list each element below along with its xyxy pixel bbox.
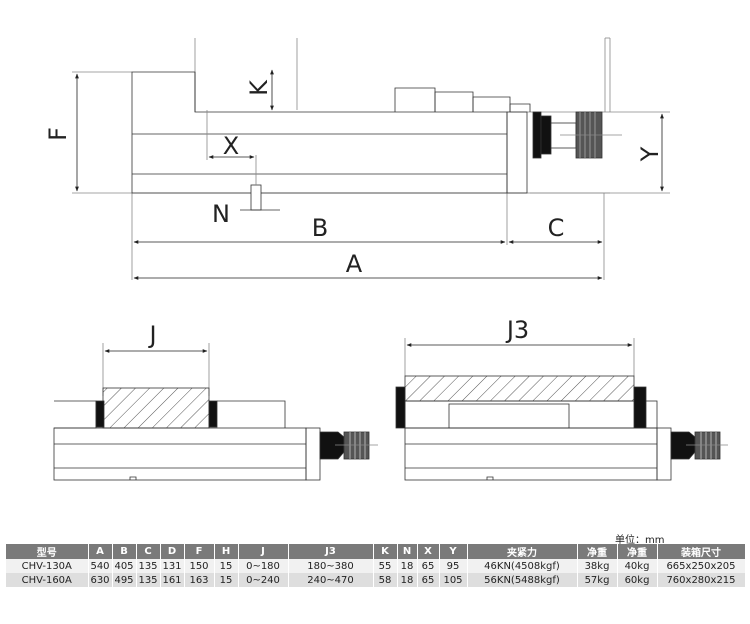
table-cell: 55 [373,559,398,573]
table-cell: 46KN(4508kgf) [467,559,578,573]
dim-label-j3: J3 [505,316,529,344]
table-cell: 15 [214,559,239,573]
table-header: H [214,544,239,559]
dim-label-b: B [312,214,328,242]
table-cell: 56KN(5488kgf) [467,573,578,587]
dim-label-f: F [44,127,72,141]
table-cell: 60kg [617,573,658,587]
table-header: K [373,544,398,559]
dim-label-c: C [548,214,565,242]
vise-drawing: F K X N Y B C A J [44,37,728,481]
table-cell: 405 [112,559,137,573]
dim-label-k: K [245,79,273,96]
table-row: CHV-130A 540 405 135 131 150 15 0~180 18… [6,559,746,573]
table-cell: 760x280x215 [657,573,746,587]
table-cell: 0~240 [238,573,289,587]
table-header: D [160,544,185,559]
table-cell: 65 [417,559,440,573]
dimension-labels: F K X N Y B C A [44,79,664,278]
table-row: CHV-160A 630 495 135 161 163 15 0~240 24… [6,573,746,587]
table-cell: 630 [88,573,113,587]
dim-label-a: A [346,250,363,278]
table-header: Y [439,544,468,559]
table-cell: CHV-160A [6,573,89,587]
table-header: 夹紧力 [467,544,578,559]
table-header: A [88,544,113,559]
table-header-row: 型号 A B C D F H J J3 K N X Y 夹紧力 净重 净重 装箱… [6,544,746,559]
vise-j-view [53,343,378,481]
table-header: 净重 [577,544,618,559]
side-view [72,37,670,280]
dim-label-y: Y [636,146,664,162]
table-cell: CHV-130A [6,559,89,573]
table-header: C [136,544,161,559]
spec-table: 型号 A B C D F H J J3 K N X Y 夹紧力 净重 净重 装箱… [6,544,746,587]
table-cell: 57kg [577,573,618,587]
table-cell: 240~470 [288,573,374,587]
table-header: J [238,544,289,559]
table-header: N [397,544,418,559]
table-cell: 0~180 [238,559,289,573]
table-cell: 18 [397,559,418,573]
table-cell: 161 [160,573,185,587]
dim-label-j: J [147,321,156,349]
table-cell: 38kg [577,559,618,573]
table-cell: 540 [88,559,113,573]
table-cell: 150 [184,559,215,573]
vise-j3-view [395,338,728,481]
table-cell: 105 [439,573,468,587]
table-cell: 58 [373,573,398,587]
table-header: 净重 [617,544,658,559]
table-cell: 131 [160,559,185,573]
table-cell: 180~380 [288,559,374,573]
table-cell: 65 [417,573,440,587]
table-cell: 163 [184,573,215,587]
dim-label-n: N [212,200,230,228]
table-header: X [417,544,440,559]
table-cell: 135 [136,573,161,587]
table-cell: 665x250x205 [657,559,746,573]
table-header: J3 [288,544,374,559]
table-header: 装箱尺寸 [657,544,746,559]
table-cell: 18 [397,573,418,587]
table-cell: 15 [214,573,239,587]
table-header: 型号 [6,544,89,559]
table-cell: 40kg [617,559,658,573]
table-header: B [112,544,137,559]
unit-note: 单位：mm [615,535,665,546]
dim-label-x: X [223,132,239,160]
table-header: F [184,544,215,559]
table-cell: 95 [439,559,468,573]
table-cell: 135 [136,559,161,573]
table-cell: 495 [112,573,137,587]
